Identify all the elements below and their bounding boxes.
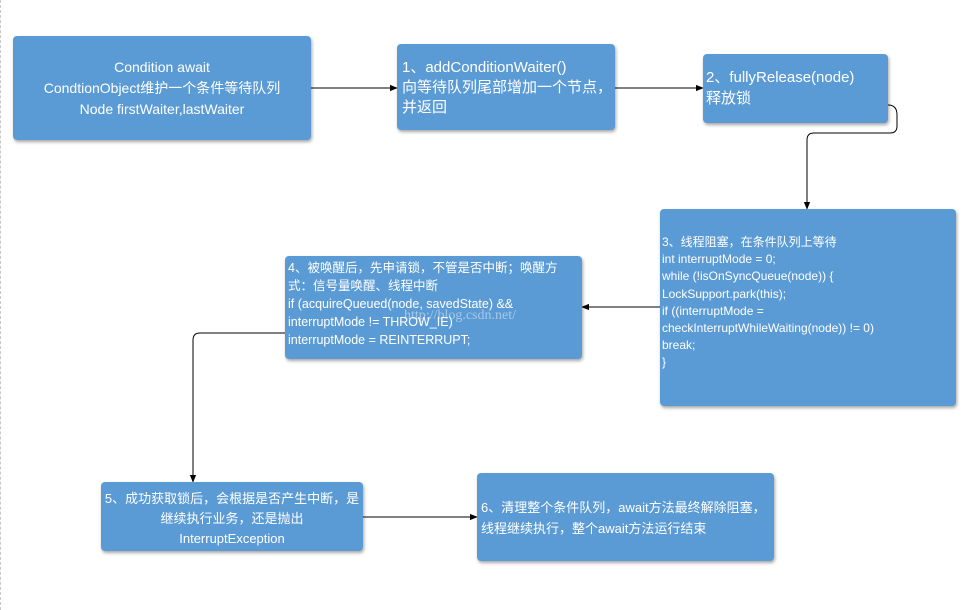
box-condition-await: Condition await CondtionObject维护一个条件等待队列…	[13, 36, 311, 140]
box-step1-add-condition-waiter: 1、addConditionWaiter() 向等待队列尾部增加一个节点，并返回	[397, 44, 615, 130]
box-step2-fully-release: 2、fullyRelease(node) 释放锁	[703, 54, 888, 123]
arrow-b4-to-b5	[189, 332, 285, 483]
box-step3-thread-blocked: 3、线程阻塞，在条件队列上等待 int interruptMode = 0; w…	[660, 209, 956, 406]
box-step6-clean-queue: 6、清理整个条件队列，await方法最终解除阻塞，线程继续执行，整个await方…	[477, 473, 774, 561]
box-step5-interrupt-check: 5、成功获取锁后，会根据是否产生中断，是继续执行业务，还是抛出 Interrup…	[101, 482, 363, 551]
box-step4-woken-acquire-lock: 4、被唤醒后，先申请锁，不管是否中断；唤醒方式：信号量唤醒、线程中断 if (a…	[285, 256, 582, 359]
watermark: http://blog.csdn.net/	[404, 308, 516, 323]
arrow-b2-to-b3	[803, 104, 898, 210]
page-left-border	[0, 0, 1, 610]
